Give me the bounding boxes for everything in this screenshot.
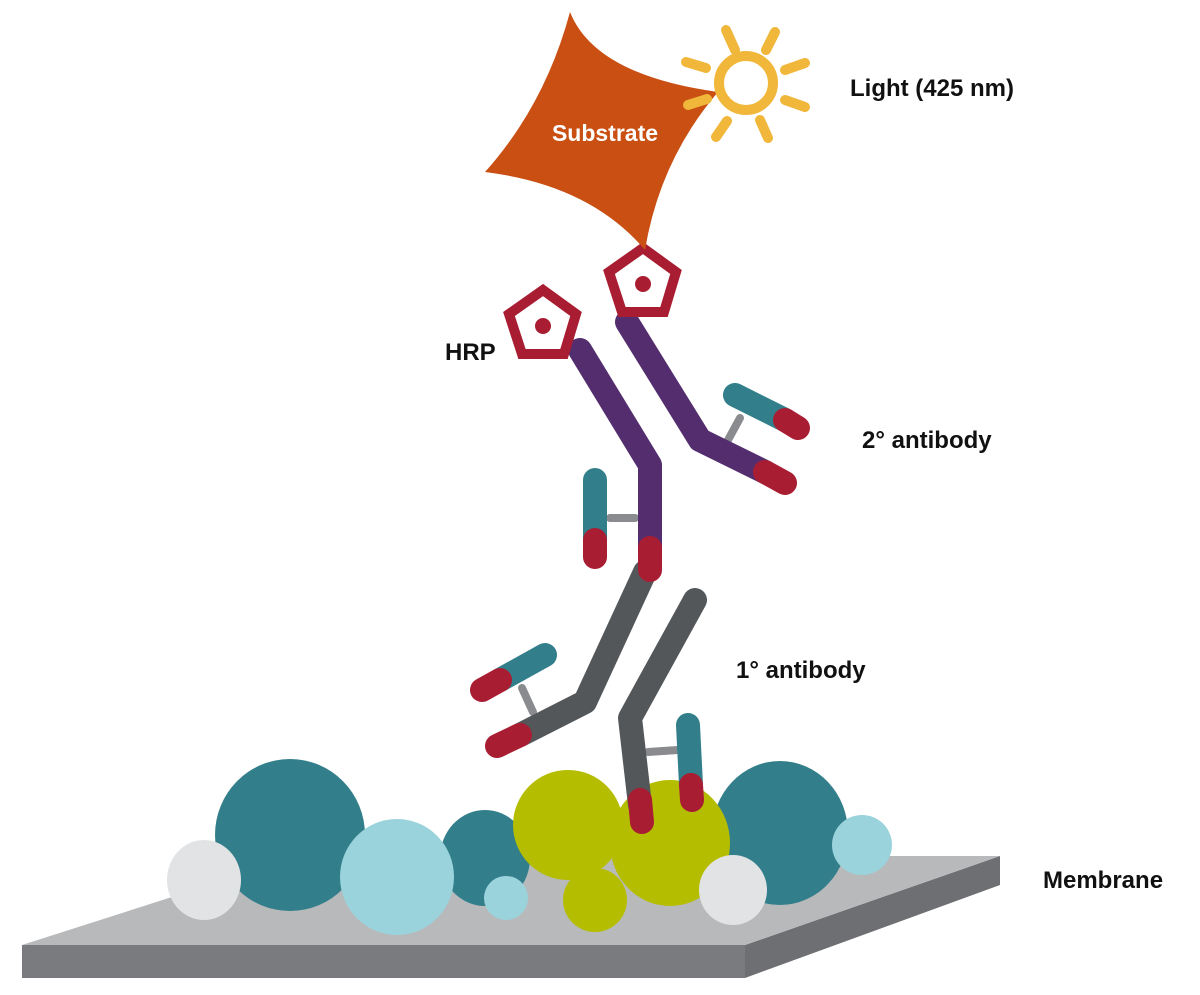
light-label: Light (425 nm) — [850, 75, 1014, 102]
secondary-antibody — [568, 310, 810, 582]
substrate-shape: Substrate — [485, 12, 718, 250]
membrane-label: Membrane — [1043, 867, 1163, 894]
secondary-antibody-label: 2° antibody — [862, 427, 992, 454]
primary-antibody-label: 1° antibody — [736, 657, 866, 684]
hrp-enzyme-right — [603, 241, 682, 317]
primary-antibody — [470, 560, 707, 834]
hrp-label: HRP — [445, 339, 496, 366]
light-sun-icon — [681, 25, 810, 143]
substrate-label: Substrate — [552, 120, 658, 146]
hrp-enzyme-left — [503, 283, 582, 359]
